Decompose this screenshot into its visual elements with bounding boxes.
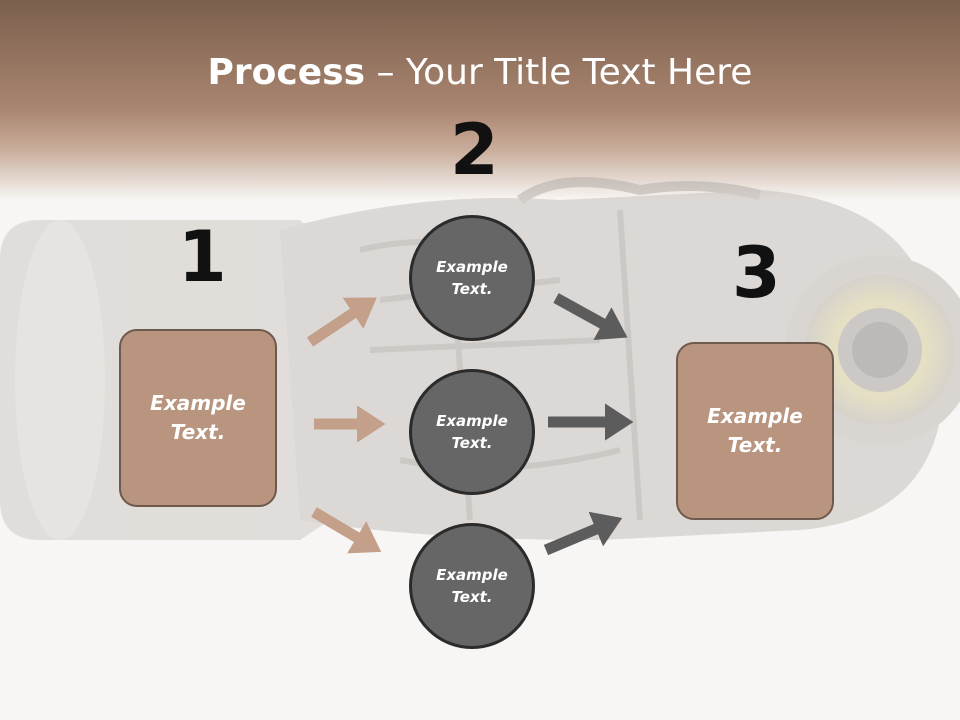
circle-1: Example Text. xyxy=(409,215,535,341)
arrow-to-circle-3 xyxy=(311,507,382,554)
title-bold: Process xyxy=(207,52,366,93)
circle-1-text: Example Text. xyxy=(436,257,508,299)
step-number-3: 3 xyxy=(732,232,781,314)
step-3-box: Example Text. xyxy=(676,342,834,520)
circle-3-text: Example Text. xyxy=(436,565,508,607)
slide-title: Process – Your Title Text Here xyxy=(0,52,960,93)
circle-2: Example Text. xyxy=(409,369,535,495)
circle-2-text: Example Text. xyxy=(436,411,508,453)
step-1-text: Example Text. xyxy=(150,391,246,444)
arrow-to-circle-1 xyxy=(306,297,377,347)
arrow-from-circle-1 xyxy=(553,293,628,340)
step-3-text: Example Text. xyxy=(707,404,803,457)
title-rest: – Your Title Text Here xyxy=(365,52,753,93)
arrow-from-circle-3 xyxy=(543,511,623,556)
circle-3: Example Text. xyxy=(409,523,535,649)
step-1-box: Example Text. xyxy=(119,329,277,507)
step-number-2: 2 xyxy=(450,109,499,191)
step-number-1: 1 xyxy=(178,216,227,298)
